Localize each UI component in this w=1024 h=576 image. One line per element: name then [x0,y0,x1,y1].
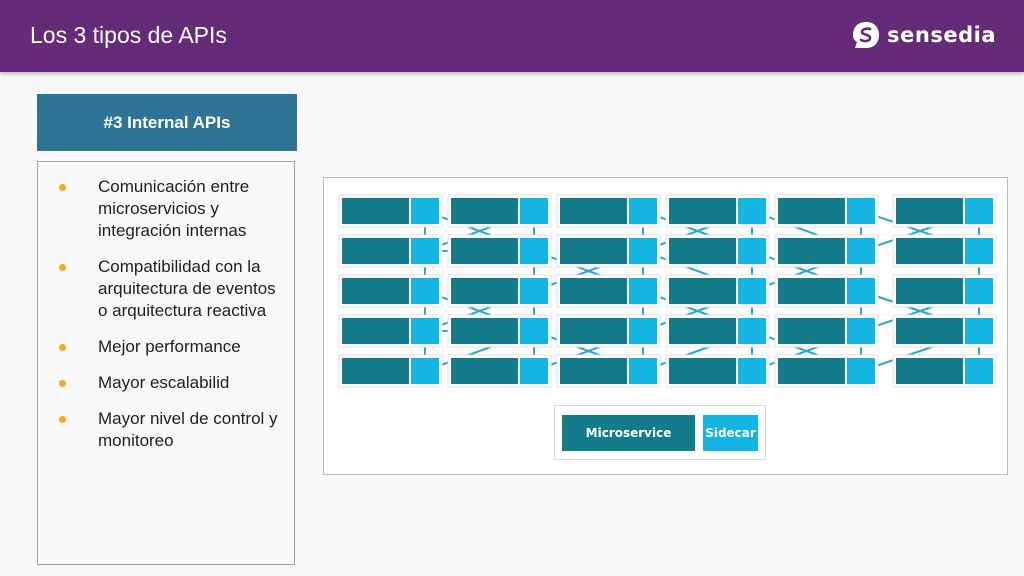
sidecar-box [411,198,439,224]
microservice-box [669,318,736,344]
bullet-text: Mejor performance [98,337,241,356]
microservice-box [669,278,736,304]
sidecar-box [629,358,657,384]
sidecar-box [629,318,657,344]
sidecar-box [411,358,439,384]
sidecar-box [411,318,439,344]
microservice-box [560,318,627,344]
microservice-box [669,238,736,264]
microservice-box [778,358,845,384]
microservice-box [451,238,518,264]
sidecar-box [847,358,875,384]
sidecar-box [629,198,657,224]
bullet-dot-icon [59,416,66,423]
section-title: #3 Internal APIs [103,112,231,132]
bullet-dot-icon [59,380,66,387]
legend-microservice: Microservice [562,415,695,451]
legend-sidecar: Sidecar [703,415,758,451]
legend-sidecar-label: Sidecar [705,426,756,440]
bullet-item: Mejor performance [38,336,294,358]
bullet-text: Mayor nivel de control y monitoreo [98,409,278,450]
microservice-box [778,278,845,304]
bullet-dot-icon [59,184,66,191]
sidecar-box [738,238,766,264]
microservice-box [896,318,963,344]
microservice-box [669,198,736,224]
microservice-box [451,318,518,344]
microservice-box [560,198,627,224]
bullet-list: Comunicación entre microservicios y inte… [38,162,294,452]
sidecar-box [847,318,875,344]
microservice-box [451,198,518,224]
microservice-box [342,358,409,384]
section-tab: #3 Internal APIs [37,94,297,151]
microservice-box [896,198,963,224]
sidecar-box [629,238,657,264]
sidecar-box [965,318,993,344]
sidecar-box [738,318,766,344]
microservice-box [342,278,409,304]
bullet-item: Comunicación entre microservicios y inte… [38,176,294,242]
bullet-text: Mayor escalabilid [98,373,230,392]
microservice-box [778,238,845,264]
sidecar-box [965,198,993,224]
bullet-item: Mayor nivel de control y monitoreo [38,408,294,452]
sidecar-box [847,198,875,224]
service-mesh-diagram: Microservice Sidecar [323,177,1008,475]
microservice-box [342,198,409,224]
bullet-dot-icon [59,264,66,271]
page-title: Los 3 tipos de APIs [30,22,227,48]
microservice-box [342,238,409,264]
sidecar-box [520,198,548,224]
microservice-box [560,358,627,384]
microservice-box [896,238,963,264]
sidecar-box [738,278,766,304]
sidecar-box [965,358,993,384]
sidecar-box [411,238,439,264]
microservice-box [896,278,963,304]
sidecar-box [738,198,766,224]
microservice-box [669,358,736,384]
sensedia-logo-icon [853,22,880,48]
legend-microservice-label: Microservice [585,426,672,440]
sidecar-box [520,318,548,344]
diagram-legend: Microservice Sidecar [554,405,766,460]
sidecar-box [847,278,875,304]
microservice-box [896,358,963,384]
microservice-box [778,198,845,224]
service-mesh-graphic [338,194,997,388]
microservice-box [451,278,518,304]
sidecar-box [738,358,766,384]
bullet-text: Comunicación entre microservicios y inte… [98,177,250,240]
bullet-text: Compatibilidad con la arquitectura de ev… [98,257,276,320]
microservice-box [778,318,845,344]
sidecar-box [520,238,548,264]
sidecar-box [411,278,439,304]
bullet-panel: Comunicación entre microservicios y inte… [37,161,295,565]
microservice-box [560,278,627,304]
sidecar-box [520,278,548,304]
sidecar-box [520,358,548,384]
sensedia-logo: sensedia [851,18,996,52]
bullet-dot-icon [59,344,66,351]
bullet-item: Mayor escalabilid [38,372,294,394]
microservice-box [451,358,518,384]
sidecar-box [965,278,993,304]
sidecar-box [847,238,875,264]
bullet-item: Compatibilidad con la arquitectura de ev… [38,256,294,322]
sidecar-box [629,278,657,304]
microservice-box [342,318,409,344]
logo-text: sensedia [887,23,996,47]
sidecar-box [965,238,993,264]
header-bar: Los 3 tipos de APIs sensedia [0,0,1024,72]
microservice-box [560,238,627,264]
